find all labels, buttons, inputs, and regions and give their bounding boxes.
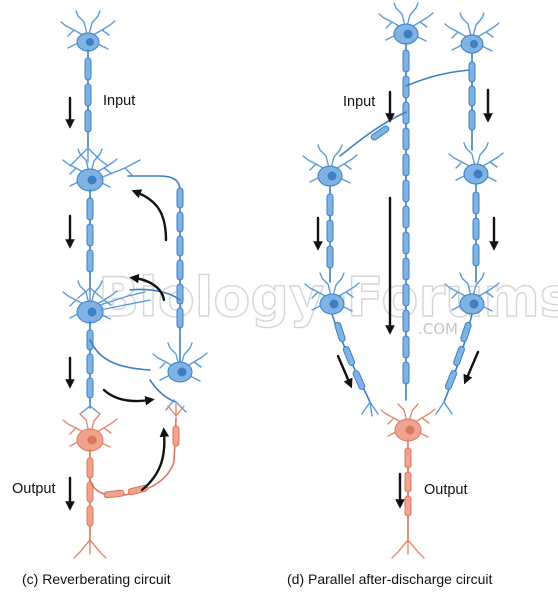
watermark-suffix: .COM [418,320,458,338]
arrow-c-output-loop [140,427,170,492]
neuron-d-input-center [339,2,471,401]
neuron-c-output [62,403,185,559]
d-input-label: Input [343,94,375,110]
parallel-after-discharge-circuit: Input Output (d) Parallel after-discharg… [287,2,504,587]
caption-d: (d) Parallel after-discharge circuit [287,571,493,587]
arrow-c-feedback-2 [129,273,166,302]
neuron-d-right-2 [435,272,500,415]
d-output-label: Output [424,482,468,498]
arrow-d-left-low [336,354,353,389]
arrow-d-right-low [463,350,480,385]
neuron-c2 [62,148,141,301]
neuron-d-output [380,403,436,559]
neuron-d-input-right [444,12,500,151]
neuron-c1 [60,10,116,167]
reverberating-circuit: Input Output (c) Reverberating circuit [12,10,208,587]
arrow-c-loop [102,388,155,406]
neuron-c-feedback [127,175,208,413]
arrow-c-feedback-1 [131,189,168,242]
neuron-d-left-2 [304,272,379,417]
caption-c: (c) Reverberating circuit [22,571,171,587]
neuron-d-left-1 [302,144,358,283]
c-output-label: Output [12,481,56,497]
c-input-label: Input [103,93,135,109]
neuron-c3 [62,280,151,415]
neuron-d-right-1 [448,142,504,283]
